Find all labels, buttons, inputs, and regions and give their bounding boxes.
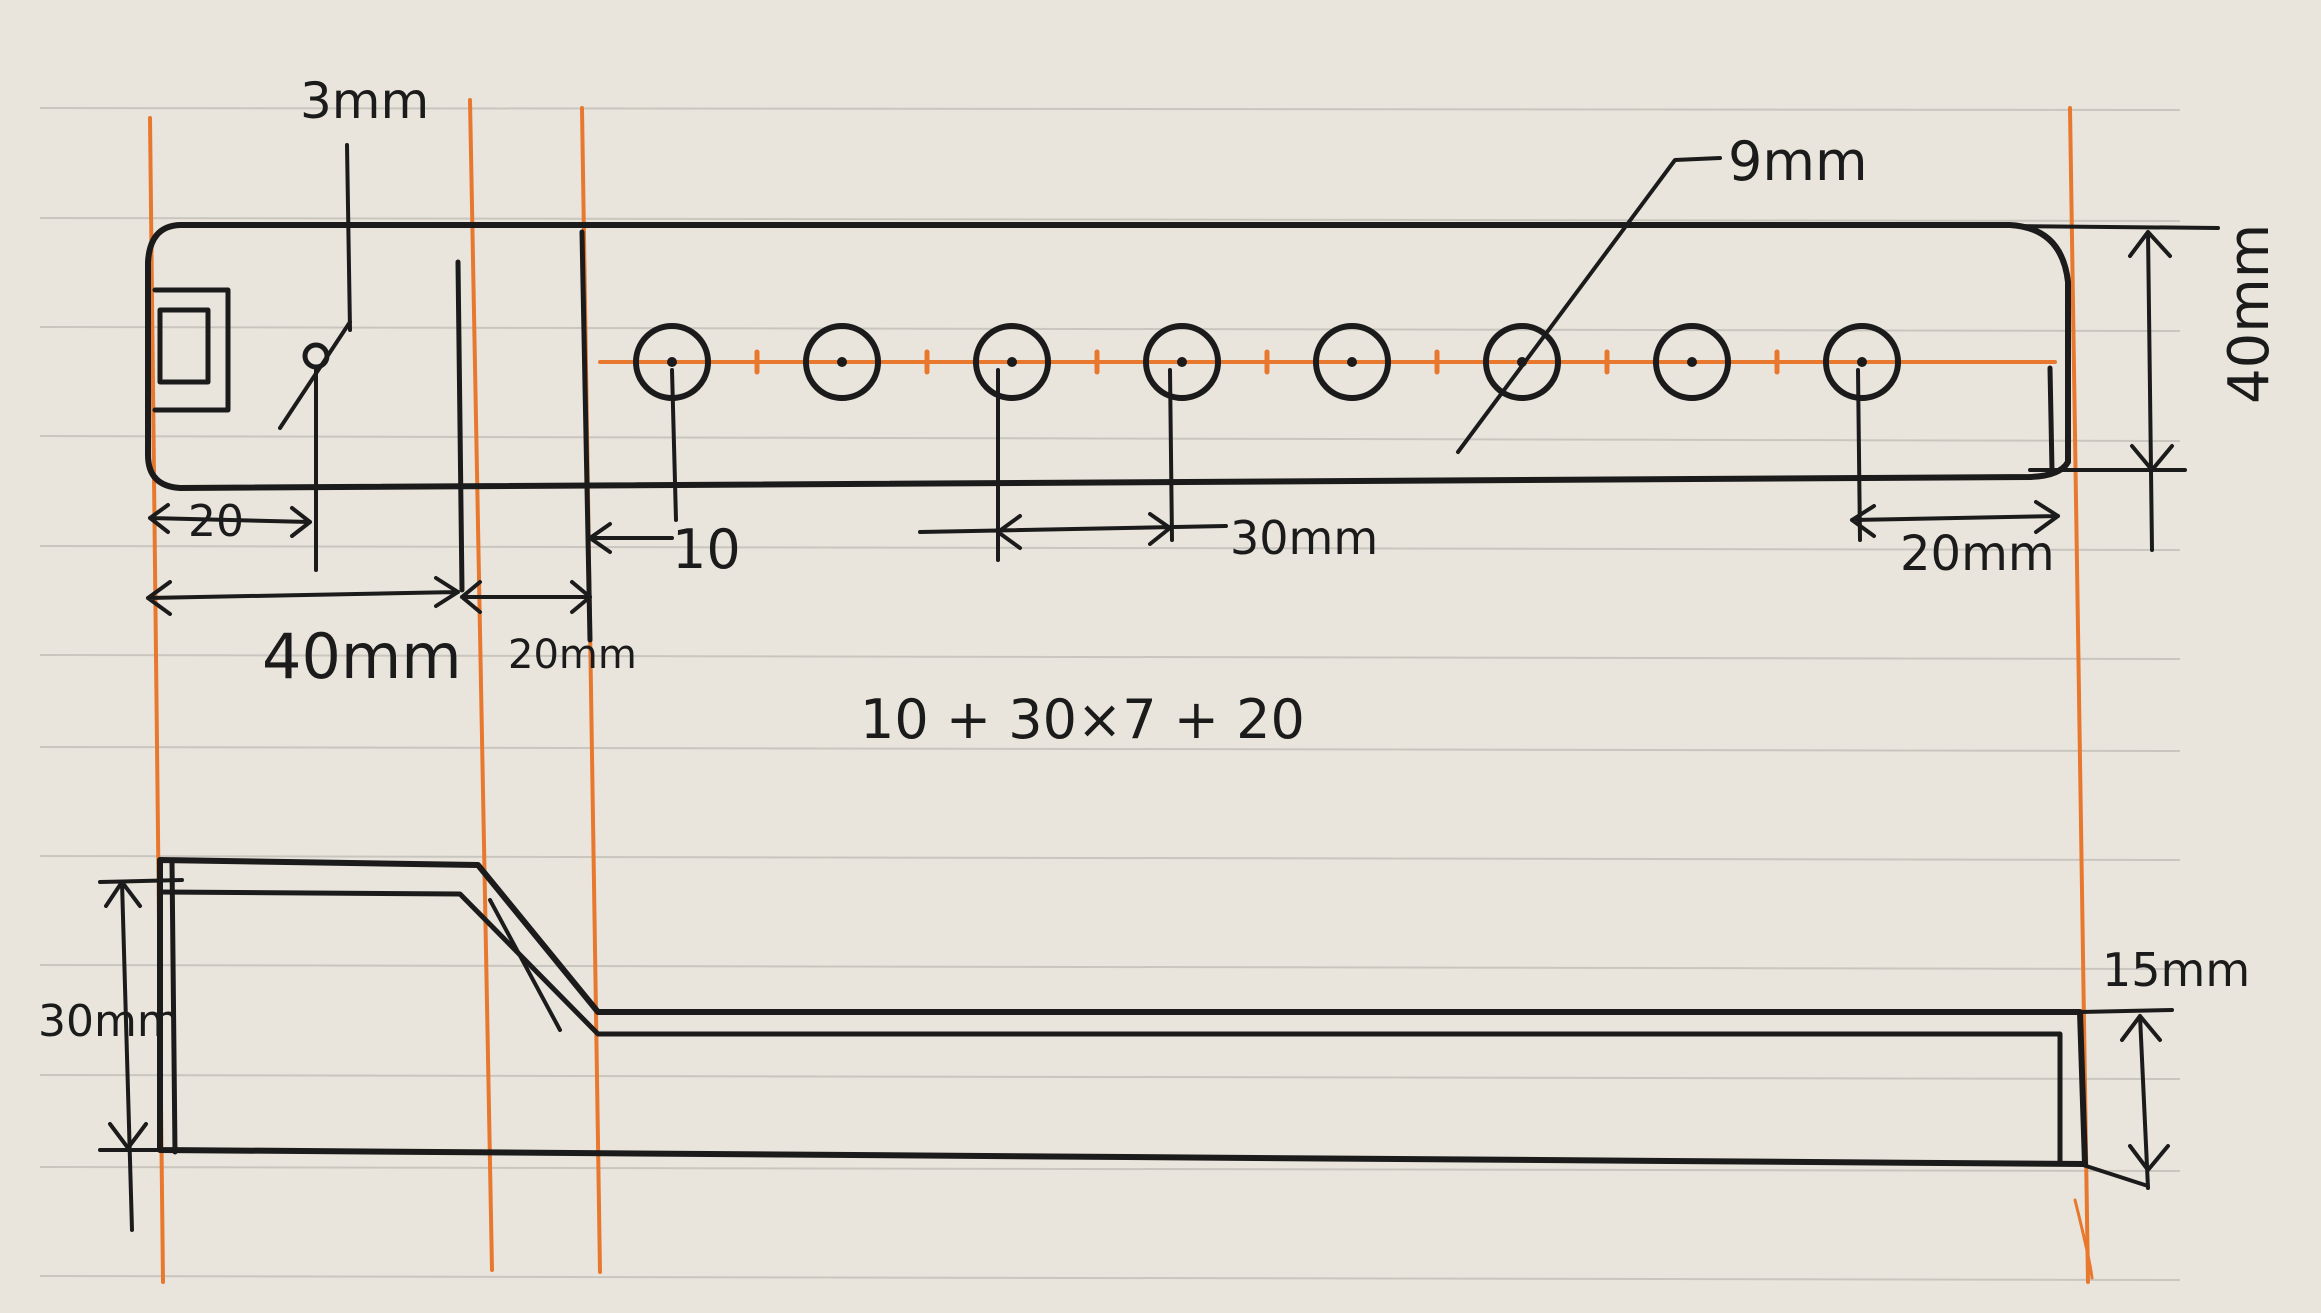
mounting-hole bbox=[1143, 323, 1221, 401]
dim-gap-label: 20mm bbox=[508, 632, 637, 678]
hole-center-dot bbox=[1177, 357, 1187, 367]
ruled-lines bbox=[39, 107, 2181, 1281]
small-hole-label: 3mm bbox=[300, 72, 429, 130]
dim-left-label: 40mm bbox=[262, 620, 462, 693]
mounting-hole bbox=[1483, 323, 1561, 401]
formula: 10 + 30×7 + 20 bbox=[860, 688, 1305, 751]
side-view: 30mm 15mm bbox=[38, 857, 2250, 1232]
dim-start-label: 10 bbox=[672, 518, 741, 581]
mounting-hole bbox=[973, 323, 1051, 401]
large-hole-label: 9mm bbox=[1728, 130, 1868, 193]
top-view: 3mm 9mm 20 40mm 20mm 10 30mm 20mm 40mm bbox=[145, 72, 2282, 693]
hole-center-dot bbox=[1007, 357, 1017, 367]
mounting-hole bbox=[1653, 323, 1731, 401]
end-cutout bbox=[152, 287, 231, 413]
height-label: 40mm bbox=[2217, 224, 2282, 404]
mounting-hole bbox=[1823, 323, 1901, 401]
dim-left-small-label: 20 bbox=[188, 496, 244, 547]
hole-center-dot bbox=[1347, 357, 1357, 367]
hole-center-dot bbox=[1687, 357, 1697, 367]
mounting-hole bbox=[1313, 323, 1391, 401]
side-view-outline bbox=[157, 857, 2088, 1167]
top-view-outline bbox=[145, 222, 2071, 491]
dim-end-label: 20mm bbox=[1900, 526, 2055, 582]
height-left-label: 30mm bbox=[38, 996, 180, 1047]
hole-row bbox=[633, 323, 1901, 401]
hole-center-dot bbox=[1857, 357, 1867, 367]
dim-pitch-label: 30mm bbox=[1230, 511, 1378, 565]
hole-center-dot bbox=[667, 357, 677, 367]
height-right-label: 15mm bbox=[2102, 943, 2250, 997]
mounting-hole bbox=[803, 323, 881, 401]
divider-line bbox=[579, 229, 593, 643]
hole-center-dot bbox=[837, 357, 847, 367]
divider-line bbox=[455, 259, 465, 593]
